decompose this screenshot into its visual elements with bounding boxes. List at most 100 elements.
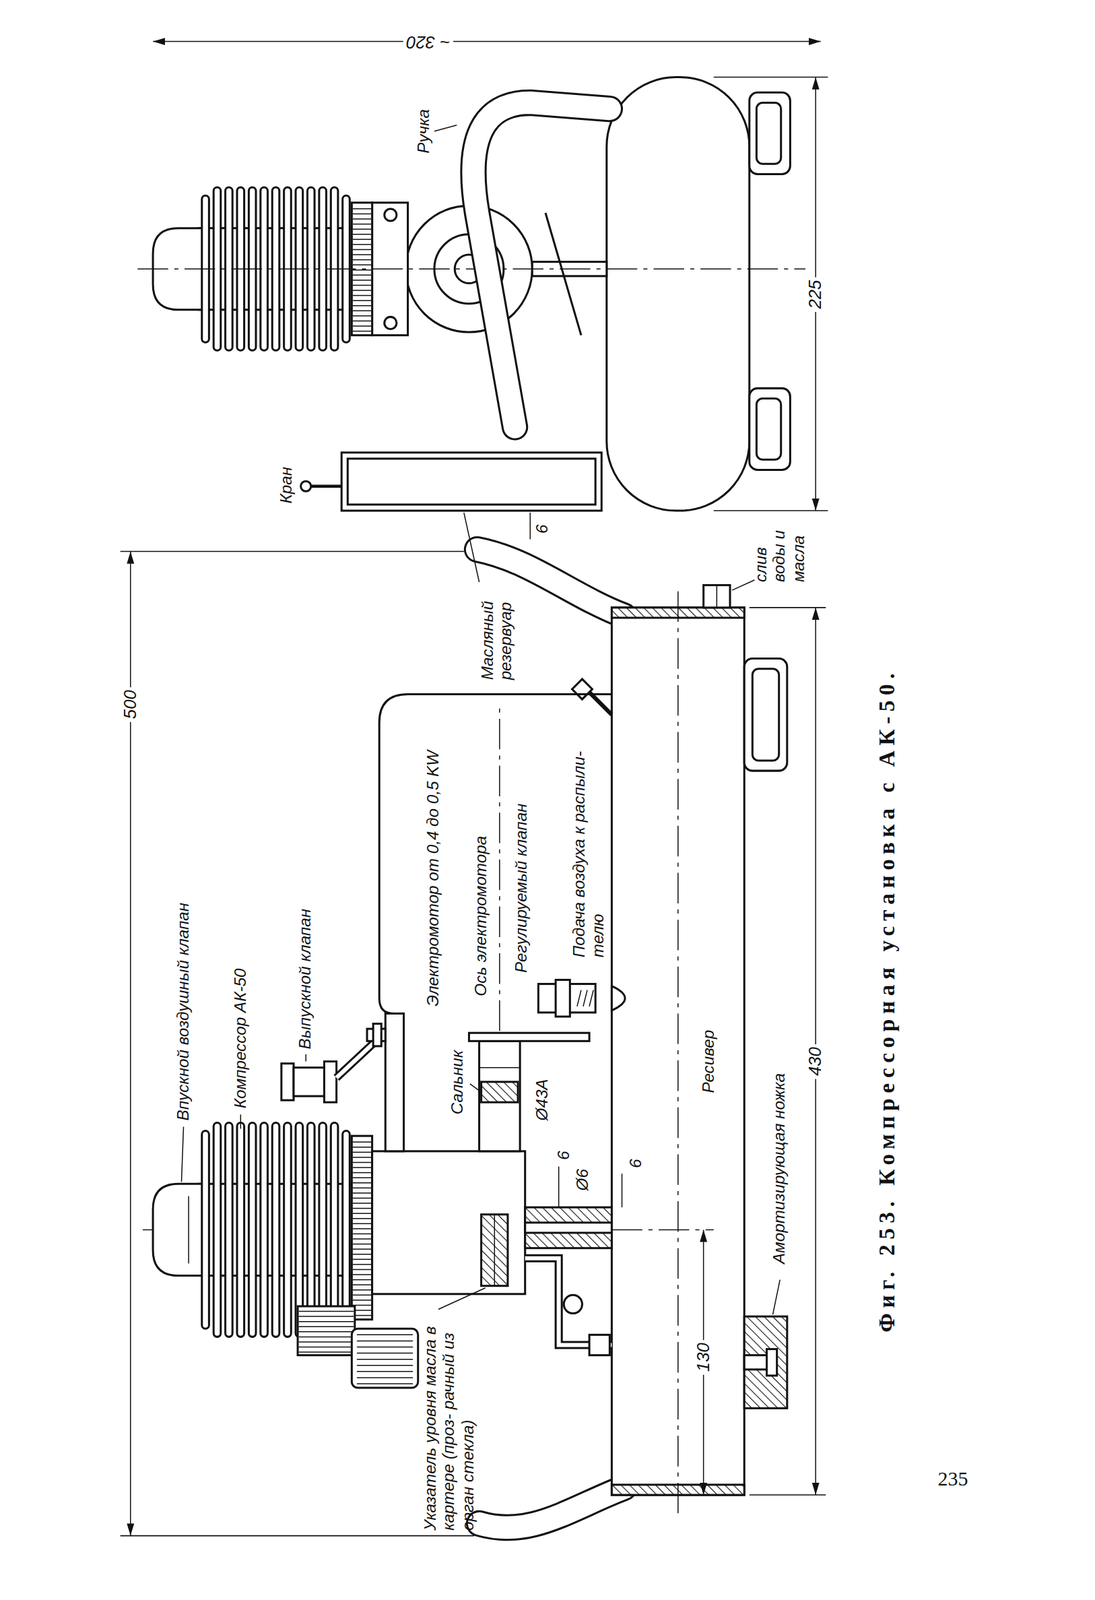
extension-line <box>120 1534 475 1537</box>
gland <box>481 1081 519 1102</box>
bolt <box>384 208 397 221</box>
knurl-tick <box>352 294 372 297</box>
knurl-tick <box>352 1187 372 1189</box>
knurl-tick <box>356 1382 413 1384</box>
knurl <box>356 1334 413 1384</box>
knurl-tick <box>352 1171 372 1174</box>
part-label: Сальник <box>448 1049 468 1115</box>
extension-line <box>749 606 827 609</box>
motor-bracket <box>385 1012 404 1151</box>
dimension-line <box>558 1166 560 1208</box>
knurl-tick <box>299 1330 355 1333</box>
part-label: Ресивер <box>699 1029 718 1093</box>
knurl-tick <box>352 1283 372 1285</box>
knurl-tick <box>299 1340 355 1343</box>
cooling-fin <box>319 187 327 351</box>
part-label: 6 <box>533 524 553 534</box>
base-section <box>525 1206 613 1248</box>
receiver-end <box>606 77 750 511</box>
knurl-tick <box>352 269 372 271</box>
knurl-tick <box>352 1263 372 1265</box>
part-label: Кран <box>277 466 297 504</box>
cooling-fin <box>342 1130 351 1329</box>
part-label: Масляный резервуар <box>478 579 517 680</box>
knurl-tick <box>352 1237 372 1240</box>
knurl-tick <box>352 228 372 230</box>
support-rod <box>545 212 582 336</box>
cooling-fin <box>295 1121 304 1337</box>
knurl-tick <box>356 1358 413 1360</box>
dimension-label: 430 <box>805 1043 826 1079</box>
page-number: 235 <box>938 1466 969 1491</box>
knurl-tick <box>352 1273 372 1275</box>
damping-foot <box>756 102 781 164</box>
knurl-tick <box>352 299 372 302</box>
cooling-fins <box>202 1121 351 1337</box>
inlet-valve-cap <box>187 1195 190 1263</box>
part-label: Амортизирующая ножка <box>770 1072 790 1264</box>
knurl-tick <box>352 1202 372 1204</box>
knurl-tick <box>299 1346 355 1348</box>
knurl-tick <box>352 1217 372 1219</box>
foot-nut <box>767 1348 778 1376</box>
knurl-tick <box>352 1176 372 1178</box>
cooling-fin <box>225 187 234 351</box>
knurl-tick <box>299 1315 355 1317</box>
cooling-fin <box>237 1121 245 1337</box>
knurl-tick <box>352 1268 372 1271</box>
cooling-fin <box>225 1121 234 1337</box>
knurl-tick <box>352 243 372 246</box>
knurl-tick <box>352 289 372 291</box>
knurl-tick <box>352 1299 372 1301</box>
pipe-nut <box>563 1294 582 1313</box>
damping-foot <box>744 658 788 772</box>
knurl-tick <box>352 1140 372 1143</box>
knurl-tick <box>352 253 372 256</box>
part-label: 6 <box>554 1150 574 1159</box>
knurl-tick <box>356 1334 413 1336</box>
knurl-tick <box>352 1151 372 1153</box>
knurl-tick <box>352 1243 372 1245</box>
oil-level-glass <box>494 1214 496 1286</box>
knurl-tick <box>356 1352 413 1354</box>
knurl-tick <box>352 1227 372 1230</box>
knurl-tick <box>356 1340 413 1342</box>
knurl-tick <box>356 1364 413 1366</box>
knurl-tick <box>356 1370 413 1372</box>
handle <box>479 1486 625 1527</box>
knurl-tick <box>352 1166 372 1168</box>
part-label: Регулируемый клапан <box>512 803 532 973</box>
end-view <box>137 41 828 540</box>
knurl-tick <box>352 1156 372 1158</box>
part-label: слив воды и масла <box>751 508 809 582</box>
knurl-tick <box>352 305 372 307</box>
knurl-tick <box>352 1247 372 1250</box>
part-label: Выпускной клапан <box>296 908 316 1049</box>
oil-pipe <box>525 1257 613 1345</box>
knurl-tick <box>352 279 372 281</box>
leader-line <box>181 1126 184 1182</box>
part-label: Ручка <box>414 109 434 154</box>
inlet-valve-cap <box>152 1183 205 1275</box>
damping-foot <box>749 92 791 174</box>
gear-wheel <box>297 1305 355 1355</box>
leader-line <box>732 579 755 590</box>
knurl-tick <box>352 1258 372 1260</box>
knurl-tick <box>299 1336 355 1338</box>
air-bore <box>525 1222 613 1233</box>
damping-foot <box>756 398 781 460</box>
knurl-tick <box>352 1207 372 1209</box>
motor-outline <box>379 694 612 1014</box>
shaft-housing <box>479 1040 521 1151</box>
dimension-label: 225 <box>805 276 826 312</box>
knurl <box>352 1141 372 1315</box>
center-line <box>137 268 806 270</box>
knurl-tick <box>356 1346 413 1348</box>
regulating-valve <box>611 985 625 1011</box>
center-line <box>677 585 679 1514</box>
oil-pipe <box>525 1257 613 1345</box>
knurl-tick <box>352 325 372 327</box>
knurl-tick <box>352 315 372 317</box>
extension-line <box>713 509 829 512</box>
